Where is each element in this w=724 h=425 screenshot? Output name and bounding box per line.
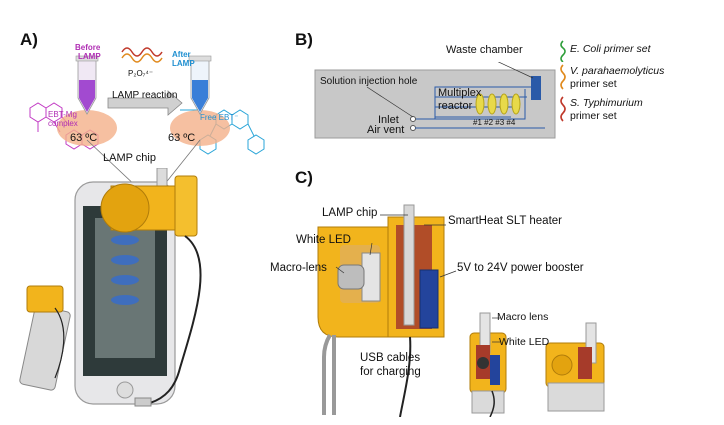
reactor-2	[487, 93, 497, 115]
phone-edge	[322, 333, 336, 415]
panel-c-label: C)	[295, 168, 313, 187]
complex-line2: complex	[48, 119, 78, 128]
injection-hole-label: Solution injection hole	[320, 76, 418, 87]
lamp-chip-insert	[403, 204, 415, 326]
chamber-numbers: #1 #2 #3 #4	[473, 118, 516, 127]
c-usb-line2: for charging	[360, 366, 421, 378]
usb-cable	[149, 235, 202, 404]
lamp-chip-label: LAMP chip	[103, 152, 156, 164]
primer-wave-icon	[560, 96, 566, 122]
air-vent-label: Air vent	[367, 124, 405, 136]
heat-glow-right	[170, 110, 230, 146]
legend-vpara-line1: V. parahaemolyticus	[570, 65, 665, 77]
primer-wave-icon	[560, 64, 566, 90]
inlet-label: Inlet	[378, 114, 399, 126]
panel-a-label: A)	[20, 30, 38, 49]
after-lamp-line2: LAMP	[172, 59, 195, 68]
after-lamp-line1: After	[172, 50, 191, 59]
heat-glow-left	[57, 110, 117, 146]
c-macro-lens-right-label: Macro lens	[497, 311, 549, 323]
home-button-icon	[116, 381, 134, 399]
power-booster	[419, 269, 439, 329]
panel-b-label: B)	[295, 30, 313, 49]
before-lamp-line1: Before	[75, 43, 101, 52]
lamp-reaction-scheme	[29, 47, 265, 191]
reactor-3	[499, 93, 509, 115]
legend-ecoli-text: E. Coli primer set	[570, 43, 651, 55]
temp-left: 63 ºC	[70, 132, 98, 144]
chip-schematic	[314, 62, 556, 139]
c-white-led-right-label: White LED	[499, 336, 550, 348]
legend-vpara-line2: primer set	[570, 78, 617, 90]
microchannels	[415, 77, 536, 120]
device-cross-section	[317, 204, 605, 417]
free-ebt-label: Free EBT⁻	[200, 113, 239, 122]
smartphone-device-illustration	[19, 168, 202, 407]
legend-styph-line2: primer set	[570, 110, 617, 122]
primer-wave-icon	[560, 40, 566, 62]
c-white-led-label: White LED	[296, 234, 351, 246]
c-booster-label: 5V to 24V power booster	[457, 262, 584, 274]
usb-cable-c	[399, 336, 412, 417]
multiplex-line2: reactor	[438, 100, 473, 112]
multiplex-line1: Multiplex	[438, 87, 482, 99]
waste-chamber-icon	[531, 76, 541, 100]
temp-right: 63 ºC	[168, 132, 196, 144]
reaction-arrow-icon	[107, 90, 183, 116]
c-usb-line1: USB cables	[360, 352, 421, 364]
c-lamp-chip-label: LAMP chip	[322, 207, 378, 219]
air-vent-icon	[410, 125, 416, 131]
byproduct-label: P₂O₇⁴⁻	[128, 69, 154, 78]
complex-line1: EBT-Mg	[48, 110, 77, 119]
c-heater-label: SmartHeat SLT heater	[448, 215, 562, 227]
reactor-4	[511, 93, 521, 115]
reactor-1	[475, 93, 485, 115]
inlet-hole-icon	[410, 116, 416, 122]
legend-styph-line1: S. Typhimurium	[570, 97, 643, 109]
c-macro-lens-label: Macro-lens	[270, 262, 327, 274]
reaction-label: LAMP reaction	[112, 90, 178, 101]
dna-wave-icon	[121, 47, 163, 57]
waste-chamber-label: Waste chamber	[446, 44, 523, 56]
macro-lens	[337, 264, 365, 290]
white-led	[361, 252, 381, 302]
before-lamp-line2: LAMP	[78, 52, 101, 61]
